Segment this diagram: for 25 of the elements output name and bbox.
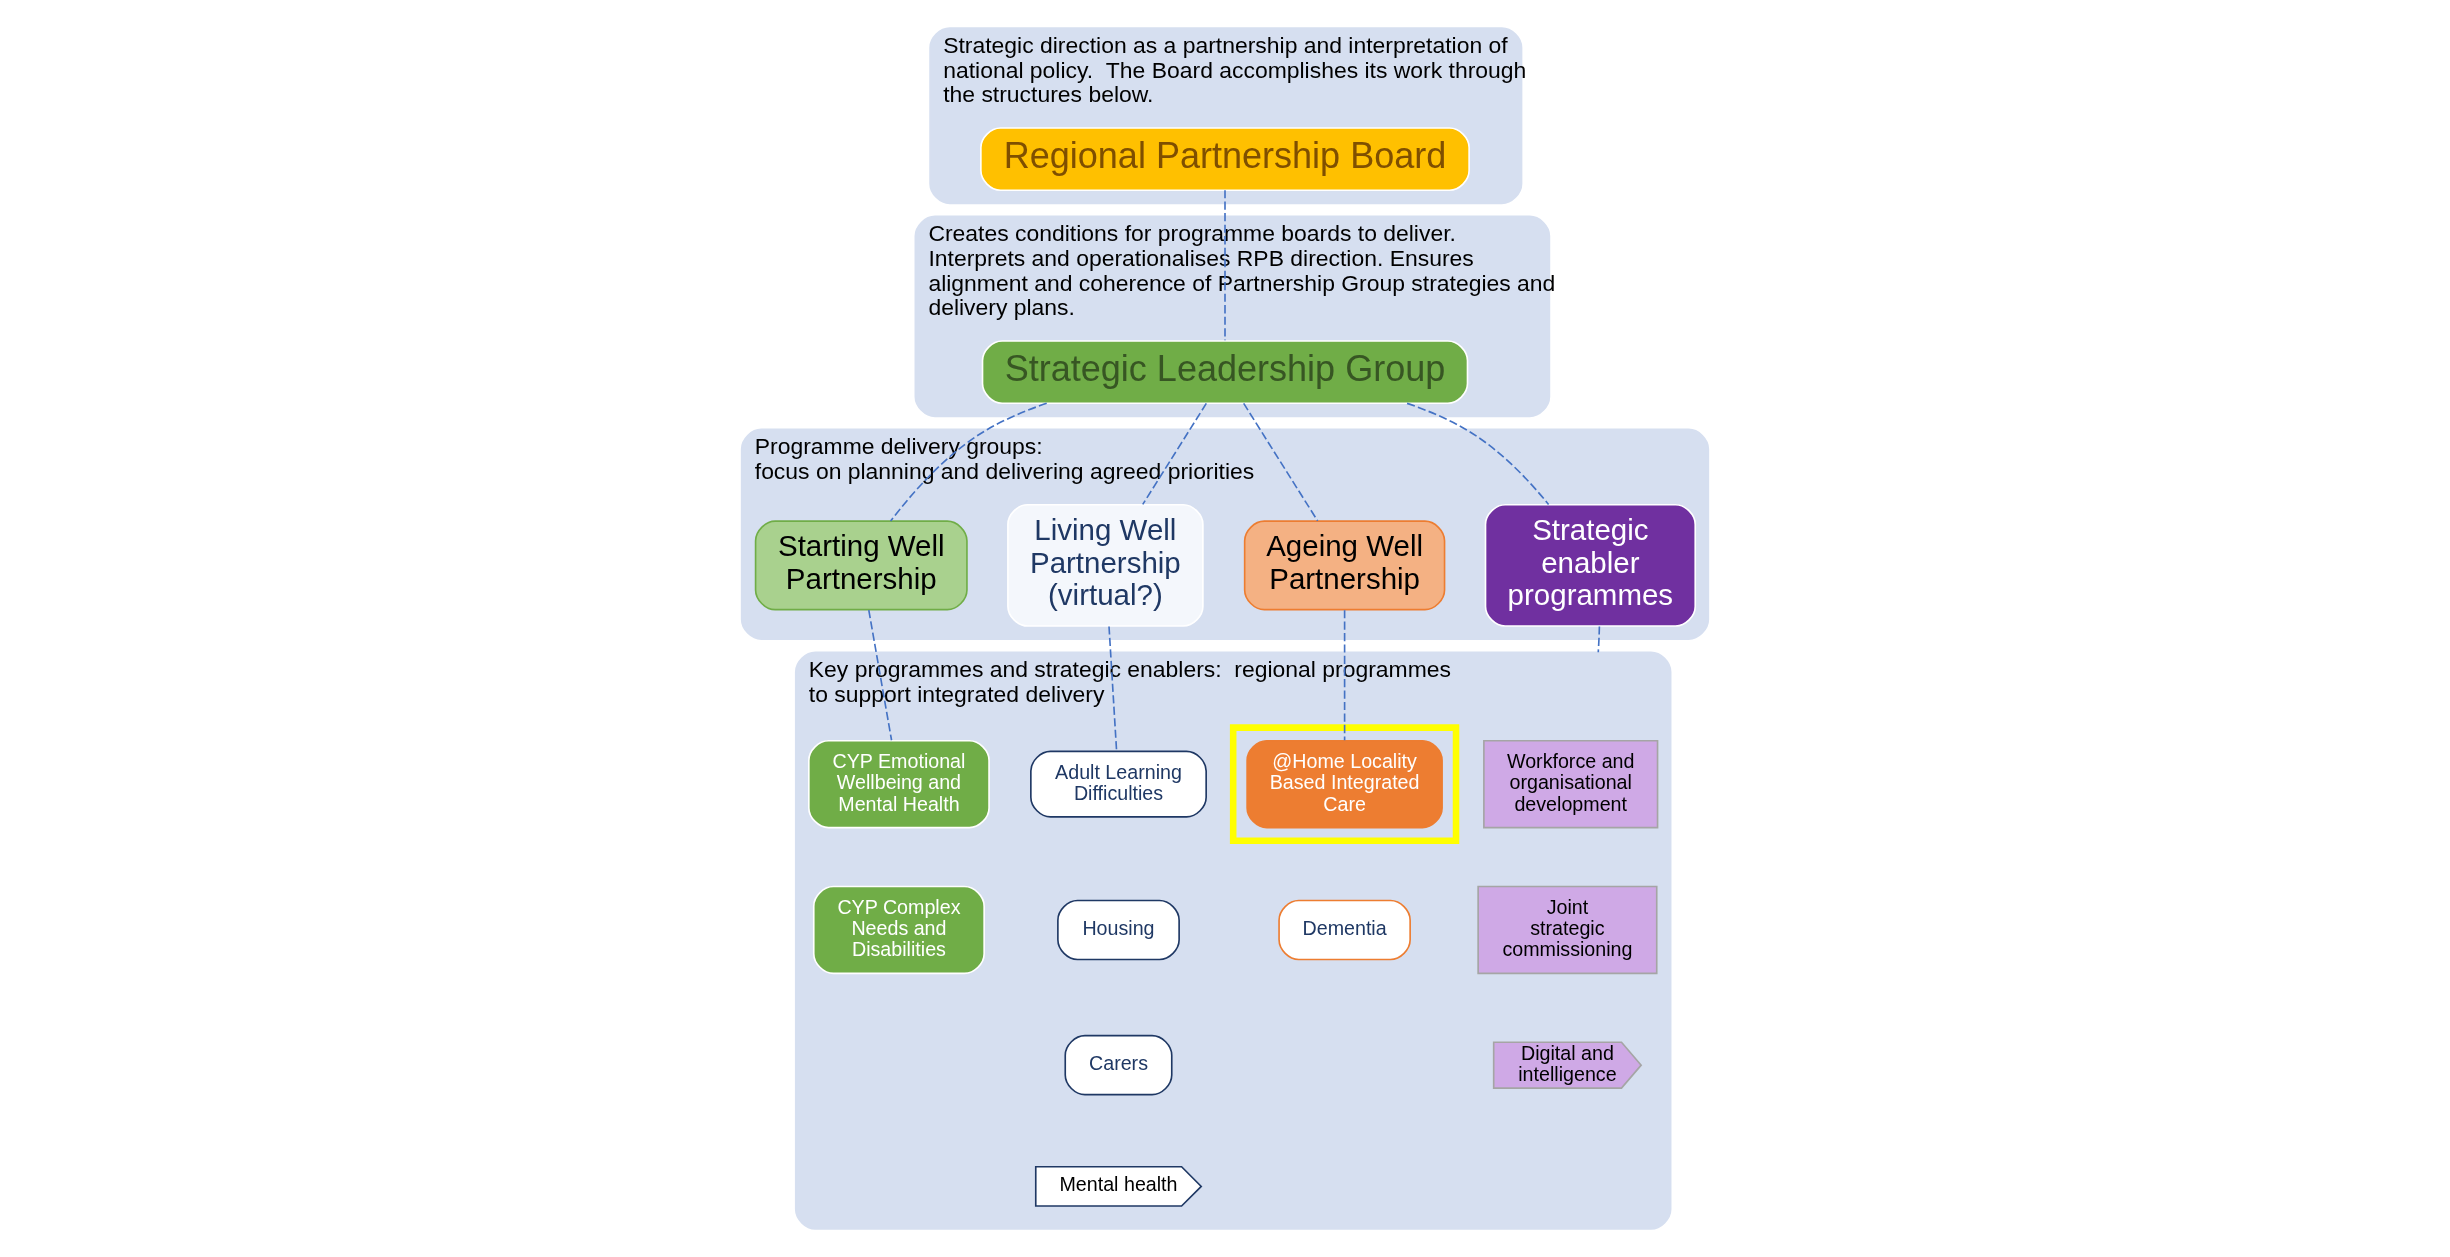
connector xyxy=(1108,625,1118,752)
node-box: Dementia xyxy=(1278,899,1411,961)
node-box: Workforce and organisational development xyxy=(1483,739,1659,829)
cluster xyxy=(1229,724,1460,844)
node-box: @Home Locality Based Integrated Care xyxy=(1246,739,1443,829)
node-box: Starting Well Partnership xyxy=(754,520,968,611)
connector xyxy=(867,609,893,742)
connector xyxy=(1343,609,1346,742)
node-box: Strategic Leadership Group xyxy=(981,340,1469,405)
node-box: CYP Emotional Wellbeing and Mental Health xyxy=(808,739,990,829)
node-box: CYP Complex Needs and Disabilities xyxy=(812,885,985,975)
node-box: Housing xyxy=(1057,899,1180,961)
node-box: Carers xyxy=(1064,1034,1173,1096)
node-box: Adult Learning Difficulties xyxy=(1030,750,1207,818)
connector xyxy=(1406,402,1550,506)
node-box: Joint strategic commissioning xyxy=(1477,885,1658,975)
connector xyxy=(1597,625,1601,654)
connector xyxy=(1224,189,1226,342)
connector xyxy=(1242,402,1319,522)
node-box: Regional Partnership Board xyxy=(980,127,1470,192)
node-box: Ageing Well Partnership xyxy=(1243,520,1446,611)
connector xyxy=(1141,402,1208,506)
connector xyxy=(889,402,1048,522)
node-box: Strategic enabler programmes xyxy=(1484,504,1697,627)
node-box: Living Well Partnership (virtual?) xyxy=(1007,504,1204,627)
